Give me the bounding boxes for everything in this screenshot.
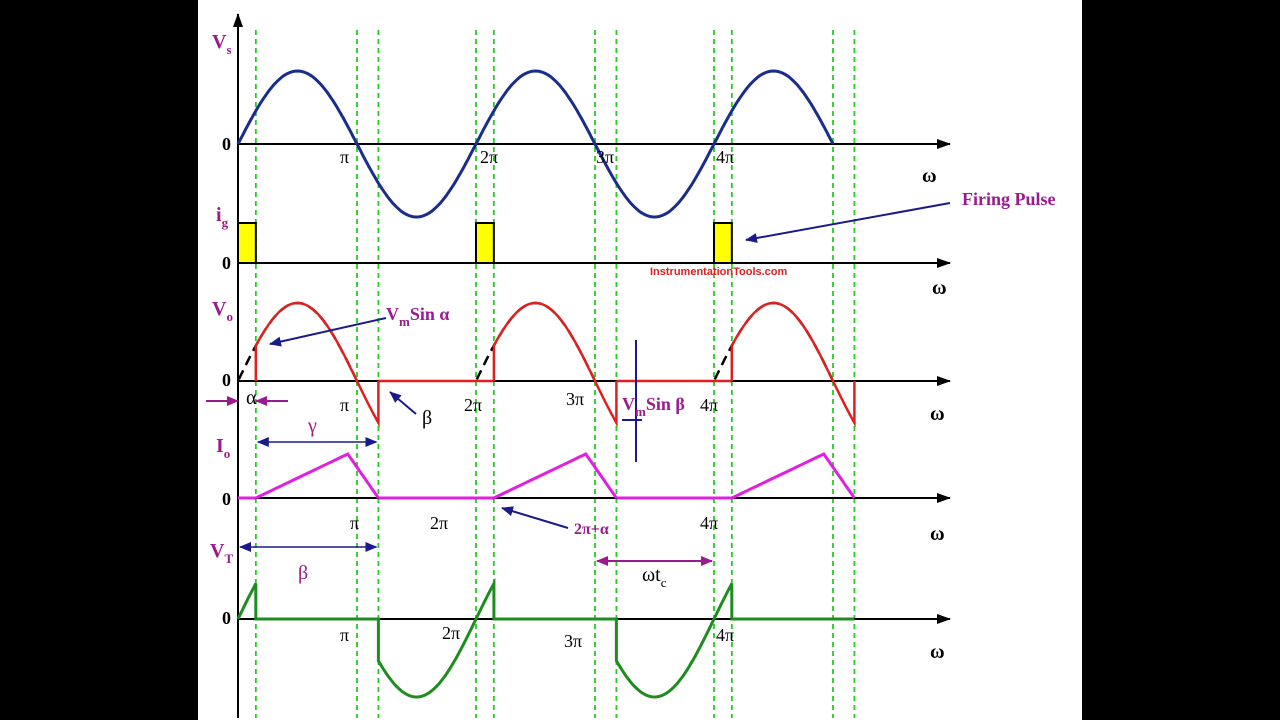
ig-label: ig <box>216 204 229 230</box>
vs-zero-label: 0 <box>222 134 231 154</box>
firing-pulse-arrow <box>745 202 951 243</box>
io-current-pulse-0 <box>255 452 380 500</box>
vt-zero-label: 0 <box>222 608 231 628</box>
vo-pi-tick: π <box>340 395 350 415</box>
firing-pulse-1 <box>475 222 495 264</box>
vt-2pi-tick: 2π <box>442 623 461 643</box>
firing-pulse-label: Firing Pulse <box>962 189 1056 209</box>
vo-4pi-tick: 4π <box>700 395 719 415</box>
waveform-canvas <box>206 13 951 718</box>
alpha-label: α <box>246 387 257 409</box>
vs-2pi-tick: 2π <box>480 147 499 167</box>
diagram-panel: Vs 0 π 2π 3π 4π ω ig 0 ω Firing Pulse In… <box>198 0 1082 720</box>
vo-output-segment-0 <box>254 301 380 428</box>
two-pi-plus-alpha-label: 2π+α <box>574 521 609 538</box>
vo-zero-label: 0 <box>222 370 231 390</box>
omega-tc-label: ωtc <box>642 564 667 590</box>
io-current-pulse-1 <box>493 452 618 500</box>
io-label: Io <box>216 435 231 461</box>
watermark: InstrumentationTools.com <box>650 266 788 278</box>
vo-omega-label: ω <box>930 403 945 425</box>
beta-label-vt: β <box>298 562 309 584</box>
beta-label-vo: β <box>422 407 433 429</box>
vs-omega-label: ω <box>922 165 937 187</box>
vo-2pi-tick: 2π <box>464 395 483 415</box>
vs-3pi-tick: 3π <box>596 147 615 167</box>
ig-omega-label: ω <box>932 277 947 299</box>
vt-omega-label: ω <box>930 641 945 663</box>
io-pi-tick: π <box>350 513 360 533</box>
vo-output-segment-1 <box>492 301 618 428</box>
source-voltage-wave <box>236 69 835 219</box>
beta-arrow-vo <box>389 391 417 415</box>
gamma-label: γ <box>308 415 317 437</box>
vt-4pi-tick: 4π <box>716 625 735 645</box>
io-current-pulse-2 <box>731 452 856 500</box>
vm-sin-beta-label: VmSin β <box>622 394 685 419</box>
vo-label: Vo <box>212 298 233 324</box>
two-pi-plus-alpha-arrow <box>501 506 569 529</box>
firing-pulse-2 <box>713 222 733 264</box>
vt-pi-tick: π <box>340 625 350 645</box>
io-omega-label: ω <box>930 523 945 545</box>
vs-pi-tick: π <box>340 147 350 167</box>
vs-label: Vs <box>212 31 232 57</box>
io-2pi-tick: 2π <box>430 513 449 533</box>
vs-4pi-tick: 4π <box>716 147 735 167</box>
vo-3pi-tick: 3π <box>566 389 585 409</box>
vt-label: VT <box>210 540 234 566</box>
io-zero-label: 0 <box>222 489 231 509</box>
io-4pi-tick: 4π <box>700 513 719 533</box>
firing-pulse-0 <box>237 222 257 264</box>
ig-zero-label: 0 <box>222 253 231 273</box>
vo-output-segment-2 <box>730 301 856 428</box>
vt-3pi-tick: 3π <box>564 631 583 651</box>
vm-sin-alpha-label: VmSin α <box>386 304 450 329</box>
vt-thyristor-wave <box>236 577 855 699</box>
vm-sin-alpha-arrow <box>269 317 387 347</box>
